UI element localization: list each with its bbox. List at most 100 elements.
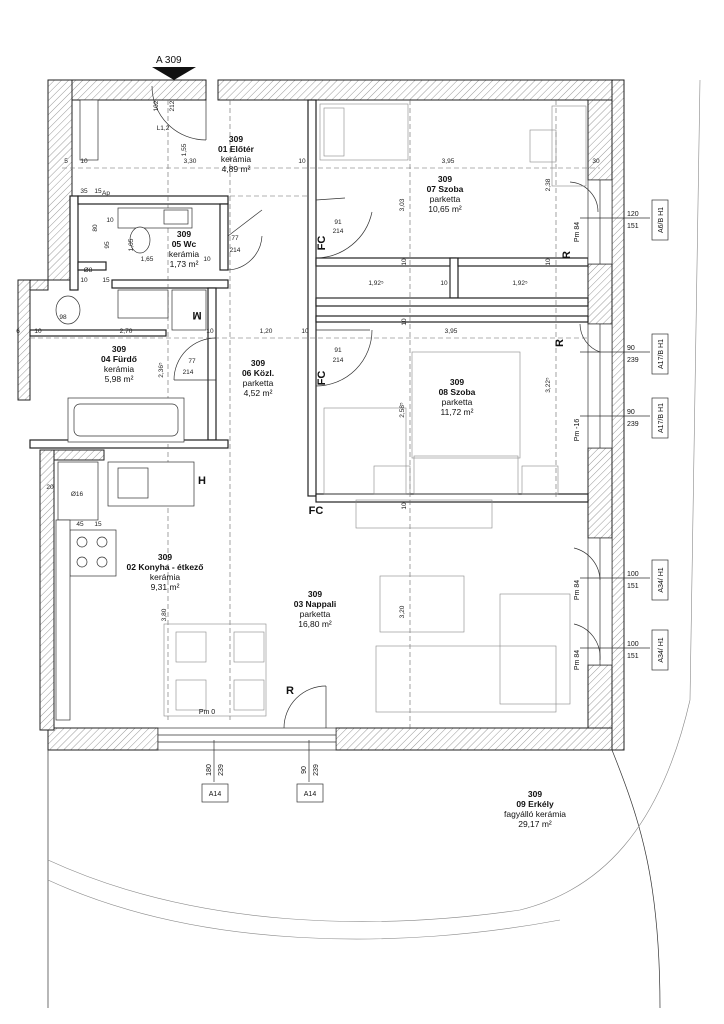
dimension-label: 1,92⁵	[512, 280, 528, 287]
tag-top-value: 120	[627, 211, 639, 218]
dimension-label: 10	[34, 328, 42, 335]
tag-bottom-value: 151	[627, 583, 639, 590]
dimension-label: 10	[401, 258, 408, 266]
section-marker: A 309	[152, 55, 196, 80]
room-area: 5,98 m²	[105, 374, 134, 384]
dimension-label: 2,70	[120, 328, 133, 335]
tag-right-value: 239	[313, 764, 320, 776]
dimension-label: 3,03	[399, 198, 406, 211]
tag-left-value: 180	[206, 764, 213, 776]
plan-label-pm84c: Pm 84	[574, 650, 581, 670]
room-area: 9,31 m²	[151, 582, 180, 592]
room-area: 16,80 m²	[298, 619, 332, 629]
dimension-label: Ø16	[71, 491, 84, 498]
plan-label-l12: L1,2	[157, 125, 170, 132]
tag-box-label: A14	[209, 791, 222, 798]
dimension-label: 212	[169, 100, 176, 111]
tag-top-value: 90	[627, 345, 635, 352]
room-name: 04 Fürdő	[101, 354, 137, 364]
dimension-label: 10	[80, 277, 88, 284]
room-floor: parketta	[430, 194, 461, 204]
plan-label-pm0: Pm 0	[199, 709, 215, 716]
room-floor: kerámia	[169, 249, 200, 259]
exterior-walls	[17, 79, 625, 751]
dimension-label: 214	[183, 369, 194, 376]
dimension-label: 80	[92, 224, 99, 232]
elevation-tag: 100 151 A34/ H1	[580, 629, 669, 671]
dimension-label: 10	[106, 217, 114, 224]
dimension-label: 77	[231, 235, 239, 242]
dimension-label: 98	[59, 314, 67, 321]
dimension-label: 10	[298, 158, 306, 165]
room-floor: parketta	[442, 397, 473, 407]
room-area: 4,89 m²	[222, 164, 251, 174]
plan-label-r2: R	[554, 339, 566, 347]
dimension-label: 91	[334, 347, 342, 354]
room-area: 29,17 m²	[518, 819, 552, 829]
tag-box-label: A6/B H1	[658, 207, 665, 233]
dimension-label: 1,92⁵	[368, 280, 384, 287]
tag-top-value: 100	[627, 571, 639, 578]
room-num: 309	[308, 589, 322, 599]
dimension-label: 10	[401, 502, 408, 510]
dimension-label: 15	[94, 188, 102, 195]
plan-label-fc3: FC	[309, 505, 324, 517]
tag-right-value: 239	[218, 764, 225, 776]
tag-box-label: A34/ H1	[658, 637, 665, 662]
dimension-label: 10	[301, 328, 309, 335]
room-num: 309	[450, 377, 464, 387]
dimension-label: 3,30	[184, 158, 197, 165]
room-area: 11,72 m²	[441, 407, 474, 417]
dimension-label: 3,22⁵	[545, 377, 552, 393]
room-num: 309	[528, 789, 542, 799]
room-num: 309	[177, 229, 191, 239]
furniture	[55, 103, 587, 721]
tag-bottom-value: 151	[627, 223, 639, 230]
dimension-label: 3,80	[161, 608, 168, 621]
dimension-label: 15	[102, 277, 110, 284]
dimension-label: 45	[76, 521, 84, 528]
dimension-label: 6	[16, 328, 20, 335]
dimension-label: 35	[80, 188, 88, 195]
balcony-outline	[47, 79, 701, 1009]
room-name: 08 Szoba	[439, 387, 476, 397]
room-floor: kerámia	[104, 364, 135, 374]
dimension-label: 30	[592, 158, 600, 165]
dimension-label: 10	[80, 158, 88, 165]
plan-label-r3: R	[286, 685, 294, 697]
room-area: 1,73 m²	[170, 259, 199, 269]
dimension-label: 91	[334, 219, 342, 226]
dimension-label: 214	[333, 357, 344, 364]
dimension-label: 1,20	[260, 328, 273, 335]
tag-bottom-value: 151	[627, 653, 639, 660]
dimension-label: 1,65	[141, 256, 154, 263]
room-floor: kerámia	[221, 154, 252, 164]
elevation-tag: 120 151 A6/B H1	[580, 199, 669, 241]
plan-label-pm16: Pm -16	[574, 419, 581, 442]
dimension-label: 15	[94, 521, 102, 528]
tag-bottom-value: 239	[627, 357, 639, 364]
plan-label-fc2: FC	[316, 371, 328, 386]
room-floor: fagyálló kerámia	[504, 809, 566, 819]
plan-label-r1: R	[561, 251, 573, 259]
room-name: 07 Szoba	[427, 184, 464, 194]
dimension-label: 2,38	[545, 178, 552, 191]
room-name: 03 Nappali	[294, 599, 337, 609]
tag-top-value: 100	[627, 641, 639, 648]
plan-label-h: H	[198, 475, 206, 487]
dimension-label: 214	[333, 228, 344, 235]
tag-box-label: A17/B H1	[658, 403, 665, 433]
room-name: 09 Erkély	[516, 799, 554, 809]
dimension-label: 95	[104, 241, 111, 249]
